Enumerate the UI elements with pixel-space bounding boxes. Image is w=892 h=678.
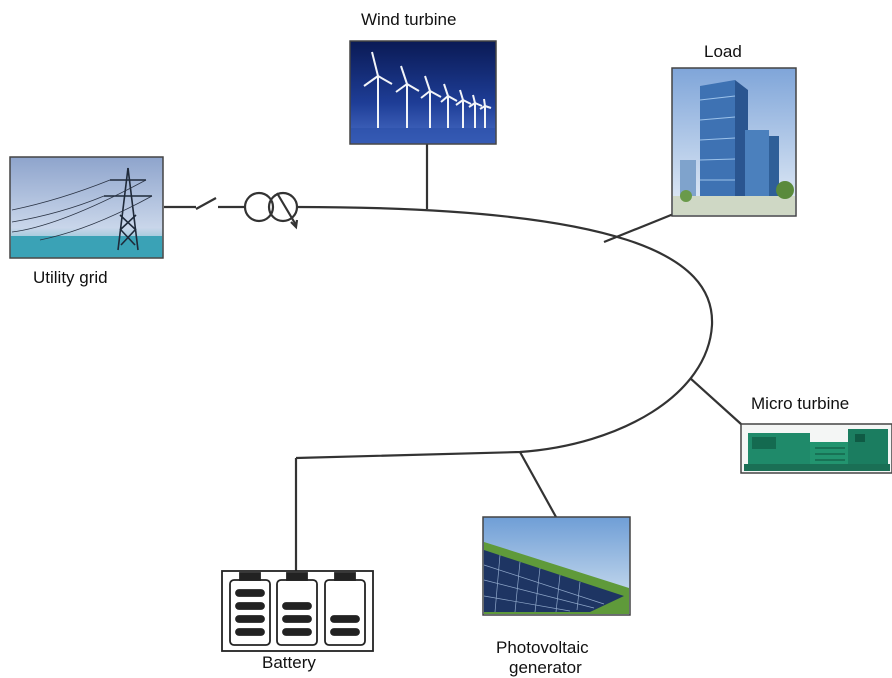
photovoltaic-label-line1: Photovoltaic bbox=[496, 638, 589, 657]
battery-cell-1 bbox=[229, 572, 271, 646]
solar-panel-image bbox=[482, 516, 631, 616]
pv-connection bbox=[519, 451, 557, 518]
micro-turbine-image bbox=[740, 423, 892, 474]
utility-grid-label: Utility grid bbox=[33, 268, 108, 287]
micro-turbine-label: Micro turbine bbox=[751, 394, 850, 413]
grid-connection bbox=[164, 191, 299, 230]
transformer-arrow bbox=[276, 192, 297, 226]
building-load-image bbox=[671, 67, 797, 217]
switch-symbol bbox=[195, 197, 217, 210]
main-bus-line bbox=[295, 205, 714, 460]
load-connection bbox=[603, 211, 677, 244]
battery-cell-2 bbox=[276, 572, 318, 646]
wind-turbine-image bbox=[349, 40, 497, 145]
battery-cell-3 bbox=[324, 572, 366, 646]
photovoltaic-label-line2: generator bbox=[509, 658, 582, 677]
transformer-symbol bbox=[243, 191, 275, 223]
load-label: Load bbox=[704, 42, 742, 61]
battery-label: Battery bbox=[262, 653, 316, 672]
wind-turbine-label: Wind turbine bbox=[361, 10, 457, 29]
transmission-tower-image bbox=[9, 156, 164, 259]
micro-turbine-connection bbox=[689, 377, 742, 425]
battery-icon bbox=[221, 570, 374, 652]
